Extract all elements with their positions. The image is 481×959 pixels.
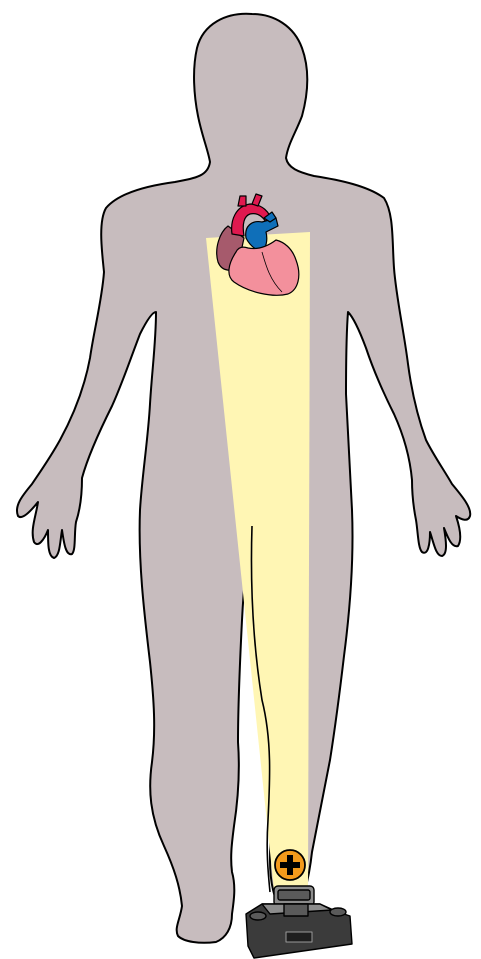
camera-icon: [246, 886, 352, 958]
positive-marker-icon: [275, 850, 305, 880]
